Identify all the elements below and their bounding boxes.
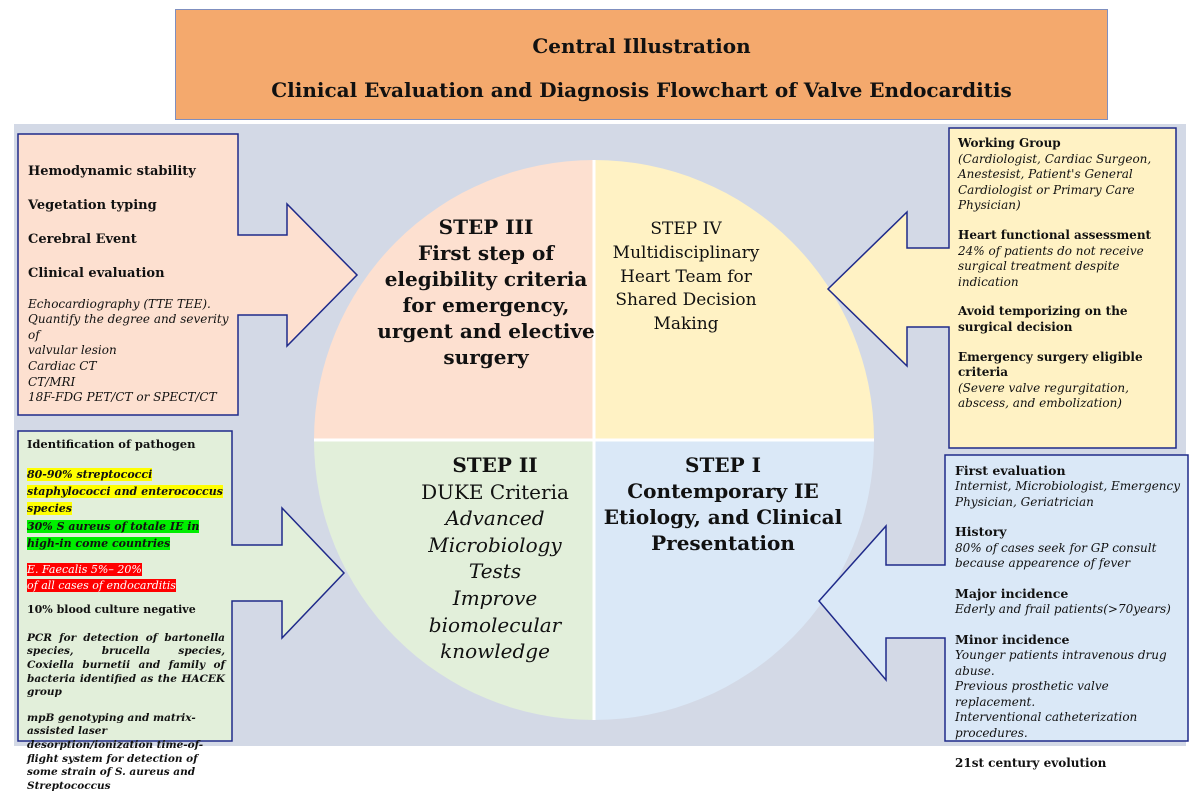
- step2-line-4: Improve: [452, 585, 538, 610]
- step3-line-5: surgery: [443, 345, 529, 369]
- step2-line-1: Advanced: [445, 506, 545, 531]
- step3-line-1: First step of: [418, 241, 554, 265]
- quadrant-step3: [314, 160, 594, 440]
- callout-right-top: [826, 127, 1177, 449]
- heart-functional-text: 24% of patients do not receive surgical …: [958, 243, 1144, 289]
- step4-block: STEP IV Multidisciplinary Heart Team for…: [596, 218, 776, 337]
- step1-line-3: Presentation: [651, 531, 795, 555]
- heart-functional-title: Heart functional assessment: [958, 227, 1152, 242]
- history-text: 80% of cases seek for GP consult because…: [955, 540, 1157, 571]
- minor-incidence-title: Minor incidence: [955, 631, 1070, 647]
- pcr-text: PCR for detection of bartonella species,…: [27, 631, 225, 699]
- right-bottom-panel: First evaluation Internist, Microbiologi…: [955, 463, 1185, 771]
- emergency-criteria-text: (Severe valve regurgitation, abscess, an…: [958, 380, 1129, 411]
- blood-culture-text: 10% blood culture negative: [27, 603, 196, 617]
- detail-1: Echocardiography (TTE TEE).: [28, 296, 211, 311]
- step3-block: STEP III First step of elegibility crite…: [366, 214, 606, 370]
- item-vegetation: Vegetation typing: [28, 197, 157, 213]
- left-bottom-panel: Identification of pathogen 80-90% strept…: [27, 437, 225, 794]
- detail-2: Quantify the degree and severity of: [28, 312, 229, 342]
- red-highlight-line-1: E. Faecalis 5%– 20%: [27, 563, 142, 577]
- avoid-temporizing-title: Avoid temporizing on the surgical decisi…: [958, 304, 1128, 334]
- first-evaluation-text: Internist, Microbiologist, Emergency Phy…: [955, 479, 1181, 509]
- major-incidence-title: Major incidence: [955, 585, 1069, 601]
- step2-line-2: Microbiology: [428, 532, 562, 557]
- minor-incidence-line-1: Younger patients intravenous drug abuse.: [955, 647, 1167, 678]
- step3-line-4: urgent and elective: [377, 319, 595, 343]
- callout-left-top: [17, 133, 359, 416]
- step1-line-1: Contemporary IE: [627, 479, 819, 503]
- detail-3: valvular lesion: [28, 343, 117, 358]
- first-evaluation-title: First evaluation: [955, 463, 1066, 478]
- item-clinical: Clinical evaluation: [28, 265, 165, 281]
- step4-title: STEP IV: [650, 219, 722, 239]
- header-banner: Central Illustration Clinical Evaluation…: [175, 9, 1108, 120]
- step2-subtitle: DUKE Criteria: [421, 479, 569, 504]
- quadrant-step4: [594, 160, 874, 440]
- step2-title: STEP II: [452, 453, 538, 477]
- callout-left-bottom: [17, 430, 346, 742]
- step2-line-5: biomolecular: [428, 612, 562, 637]
- step2-block: STEP II DUKE Criteria Advanced Microbiol…: [400, 452, 590, 665]
- step4-line-4: Making: [653, 314, 719, 335]
- detail-4: Cardiac CT: [28, 358, 97, 373]
- step2-line-6: knowledge: [440, 639, 550, 664]
- left-top-panel: Hemodynamic stability Vegetation typing …: [28, 164, 233, 406]
- step3-line-3: for emergency,: [402, 293, 570, 317]
- evolution-title: 21st century evolution: [955, 755, 1107, 770]
- quadrant-step2: [314, 440, 594, 720]
- mpb-text: mpB genotyping and matrix-assisted laser…: [27, 711, 204, 793]
- step3-line-2: elegibility criteria: [384, 267, 588, 291]
- minor-incidence-line-2: Previous prosthetic valve replacement.: [955, 679, 1109, 709]
- yellow-highlight-text: 80-90% streptococci staphylococci and en…: [27, 467, 223, 515]
- step4-line-3: Shared Decision: [615, 290, 757, 311]
- step3-title: STEP III: [438, 215, 534, 239]
- step4-line-2: Heart Team for: [620, 266, 752, 287]
- callout-right-bottom: [818, 454, 1189, 742]
- step4-line-1: Multidisciplinary: [612, 242, 760, 263]
- green-highlight-text: 30% S aureus of totale IE in high-in com…: [27, 520, 200, 551]
- step1-block: STEP I Contemporary IE Etiology, and Cli…: [598, 452, 848, 556]
- quadrant-step1: [594, 440, 874, 720]
- emergency-criteria-title: Emergency surgery eligible criteria: [958, 349, 1143, 380]
- page-subtitle: Clinical Evaluation and Diagnosis Flowch…: [271, 78, 1012, 102]
- step1-line-2: Etiology, and Clinical: [603, 505, 843, 529]
- step1-title: STEP I: [685, 453, 761, 477]
- item-hemodynamic: Hemodynamic stability: [28, 164, 196, 179]
- step2-line-3: Tests: [468, 559, 522, 584]
- minor-incidence-line-3: Interventional catheterization procedure…: [955, 710, 1138, 740]
- history-title: History: [955, 524, 1007, 540]
- right-top-panel: Working Group (Cardiologist, Cardiac Sur…: [958, 136, 1170, 412]
- red-highlight-line-2: of all cases of endocarditis: [27, 578, 176, 592]
- detail-6: 18F-FDG PET/CT or SPECT/CT: [28, 390, 217, 405]
- diagram-shapes: [17, 127, 1189, 742]
- detail-5: CT/MRI: [28, 374, 76, 389]
- item-cerebral: Cerebral Event: [28, 231, 137, 247]
- page-title: Central Illustration: [532, 34, 751, 58]
- major-incidence-text: Ederly and frail patients(>70years): [955, 602, 1171, 617]
- pathogen-heading: Identification of pathogen: [27, 437, 196, 451]
- working-group-title: Working Group: [958, 136, 1061, 150]
- working-group-text: (Cardiologist, Cardiac Surgeon, Anestesi…: [958, 151, 1152, 213]
